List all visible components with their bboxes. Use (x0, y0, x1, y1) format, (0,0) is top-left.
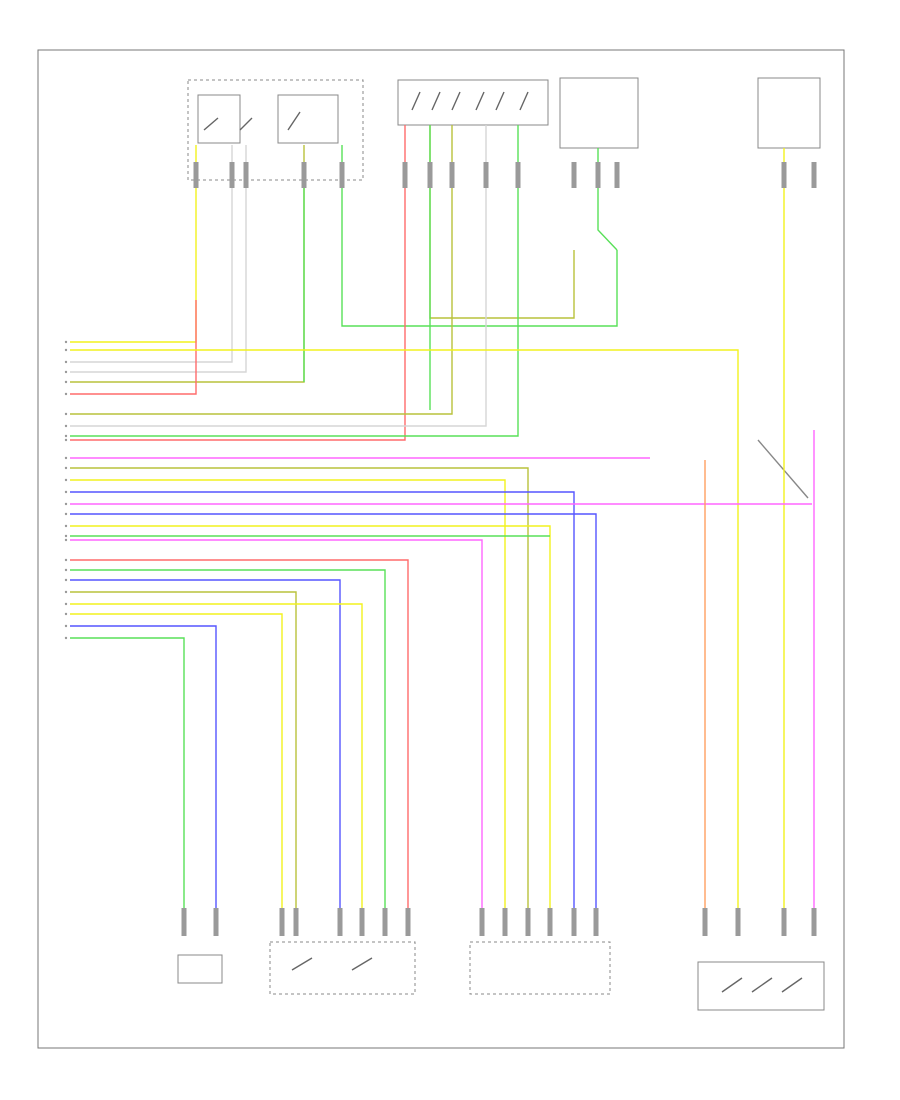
bus-pin-marker (64, 578, 68, 582)
connector-pin (293, 908, 299, 936)
bus-pin-marker (64, 348, 68, 352)
wire-yellow (70, 349, 739, 912)
connector-pin (337, 908, 343, 936)
bus-pin-marker (64, 380, 68, 384)
connector-pin (614, 162, 620, 188)
wire-white (70, 125, 487, 427)
connector-pin (811, 162, 817, 188)
wire-yellow (70, 613, 283, 912)
connector-pin (502, 908, 508, 936)
component-top-right-b (757, 77, 821, 149)
connector-pin (301, 162, 307, 188)
connector-pin (811, 908, 817, 936)
connector-pin (571, 908, 577, 936)
connector-pin (213, 908, 219, 936)
wire-red (70, 125, 406, 441)
connector-pin (547, 908, 553, 936)
connector-pin (193, 162, 199, 188)
bus-pin-marker (64, 466, 68, 470)
wire-olive (70, 467, 529, 912)
bus-pin-marker (64, 434, 68, 438)
bus-pin-marker (64, 590, 68, 594)
wire-green (70, 637, 185, 912)
connector-pin (243, 162, 249, 188)
connector-pin (449, 162, 455, 188)
wire-yellow (70, 145, 197, 343)
bus-pin-marker (64, 340, 68, 344)
component-bottom-1 (177, 954, 223, 984)
bus-pin-marker (64, 438, 68, 442)
component-top-right-a (559, 77, 639, 149)
wires (64, 125, 817, 936)
wire-red (70, 559, 409, 912)
connector-pin (571, 162, 577, 188)
bus-pin-marker (64, 370, 68, 374)
connector-pin (279, 908, 285, 936)
component-bottom-4 (697, 961, 825, 1011)
wire-olive (70, 591, 297, 912)
component-bottom-2 (269, 941, 416, 995)
bus-pin-marker (64, 392, 68, 396)
bus-pin-marker (64, 456, 68, 460)
bus-pin-marker (64, 478, 68, 482)
bus-pin-marker (64, 524, 68, 528)
bus-pin-marker (64, 512, 68, 516)
wire-olive (70, 125, 453, 415)
wire-green (70, 569, 386, 912)
wire-white (70, 145, 247, 373)
diagram-frame (37, 49, 845, 1049)
connector-pin (427, 162, 433, 188)
connector-pin (781, 162, 787, 188)
wire-red (70, 300, 197, 395)
connector-pin (595, 162, 601, 188)
connector-pin (229, 162, 235, 188)
component-top-center (397, 79, 549, 126)
bus-pin-marker (64, 568, 68, 572)
connector-pin (515, 162, 521, 188)
bus-pin-marker (64, 360, 68, 364)
bus-pin-marker (64, 502, 68, 506)
connector-pin (181, 908, 187, 936)
component-bottom-3 (469, 941, 611, 995)
wire-blue (70, 579, 341, 912)
component-top-left (187, 79, 364, 181)
bus-pin-marker (64, 602, 68, 606)
wire-blue (70, 513, 597, 912)
connector-pin (483, 162, 489, 188)
wire-pink (70, 539, 483, 912)
connector-pin (402, 162, 408, 188)
connector-pin (359, 908, 365, 936)
wire-yellow (70, 525, 551, 912)
wire-blue (70, 625, 217, 912)
bus-pin-marker (64, 624, 68, 628)
bus-pin-marker (64, 538, 68, 542)
wire-white (70, 145, 233, 363)
connector-pin (382, 908, 388, 936)
wire-olive (70, 145, 305, 383)
bus-pin-marker (64, 490, 68, 494)
bus-pin-marker (64, 534, 68, 538)
wire-green (341, 145, 618, 327)
bus-pin-marker (64, 612, 68, 616)
connector-pin (479, 908, 485, 936)
bus-pin-marker (64, 558, 68, 562)
right-annotation (757, 439, 809, 499)
wire-yellow (70, 603, 363, 912)
connector-pin (781, 908, 787, 936)
wire-green (597, 148, 618, 251)
connector-pin (339, 162, 345, 188)
connector-pin (405, 908, 411, 936)
connector-pin (735, 908, 741, 936)
connector-pin (593, 908, 599, 936)
bus-pin-marker (64, 636, 68, 640)
bus-pin-marker (64, 424, 68, 428)
connector-pin (702, 908, 708, 936)
connector-pin (525, 908, 531, 936)
wire-green (70, 125, 519, 437)
wire-yellow (70, 479, 506, 912)
wire-blue (70, 491, 575, 912)
bus-pin-marker (64, 412, 68, 416)
